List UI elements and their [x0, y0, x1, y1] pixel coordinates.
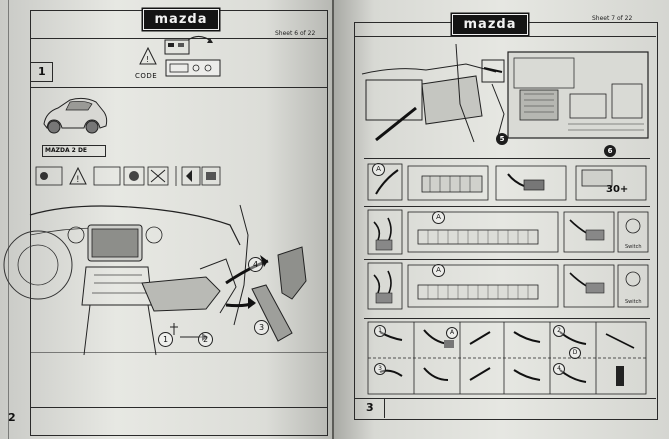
step-letter-a: A: [446, 327, 458, 339]
callout-1: 1: [158, 332, 173, 347]
car-model-label: MAZDA 2 DE: [45, 147, 88, 154]
dashboard-illustration: [3, 204, 307, 356]
switch-label-1: Switch: [625, 244, 642, 250]
section-1-number-box: [30, 62, 53, 82]
underdash-illustration: [361, 43, 649, 143]
left-margin-line: [8, 0, 9, 439]
callout-5: 5: [496, 133, 508, 145]
section-1-number: 1: [38, 65, 46, 78]
row-1-letter: A: [372, 163, 385, 176]
step-4-number: 4: [553, 363, 565, 375]
section-3-number: 3: [366, 401, 374, 414]
sheet-label: Sheet 6 of 22: [275, 30, 316, 37]
callout-4: 4: [248, 257, 263, 272]
step-2-number: 2: [553, 325, 565, 337]
left-sheet: mazda Sheet 6 of 22 1 ! CODE MAZDA 2 DE …: [0, 0, 332, 439]
step-3-number: 3: [374, 363, 386, 375]
section-2-divider: [30, 352, 327, 353]
car-model-label-box: [42, 145, 106, 157]
svg-text:!: !: [76, 175, 80, 185]
connector-row-1: [367, 163, 647, 201]
connector-row-3: [367, 262, 649, 310]
row-divider-2: [364, 206, 650, 207]
section-2-number-box: [0, 407, 31, 431]
footer-number-divider: [384, 398, 385, 418]
connector-row-2: [367, 209, 649, 255]
row-divider-4: [364, 318, 650, 319]
svg-text:!: !: [146, 55, 149, 64]
radio-code-illustration: !: [139, 36, 221, 77]
section-2-number: 2: [8, 411, 16, 424]
step-letter-d: D: [569, 347, 581, 359]
row-divider-3: [364, 259, 650, 260]
code-label: CODE: [135, 72, 158, 80]
right-sheet: mazda Sheet 7 of 22 5 6 A 30+: [334, 0, 669, 439]
callout-3: 3: [254, 320, 269, 335]
step-1-number: 1: [374, 325, 386, 337]
warning-icon-strip: !: [35, 166, 221, 186]
callout-6: 6: [604, 145, 616, 157]
row-2-letter: A: [432, 211, 445, 224]
footer-divider: [30, 407, 327, 408]
row-divider-1: [364, 158, 650, 159]
header-divider: [354, 36, 656, 37]
callout-2: 2: [198, 332, 213, 347]
switch-label-2: Switch: [625, 299, 642, 305]
footer-divider: [354, 398, 656, 399]
temperature-label: 30+: [606, 184, 629, 195]
sheet-label: Sheet 7 of 22: [592, 15, 633, 22]
section-1-divider: [30, 87, 327, 88]
car-illustration: [43, 97, 108, 134]
header-divider: [30, 38, 327, 39]
mazda-logo: mazda: [143, 9, 219, 30]
mazda-logo: mazda: [452, 14, 528, 35]
row-3-letter: A: [432, 264, 445, 277]
installation-steps-grid: [367, 321, 647, 395]
